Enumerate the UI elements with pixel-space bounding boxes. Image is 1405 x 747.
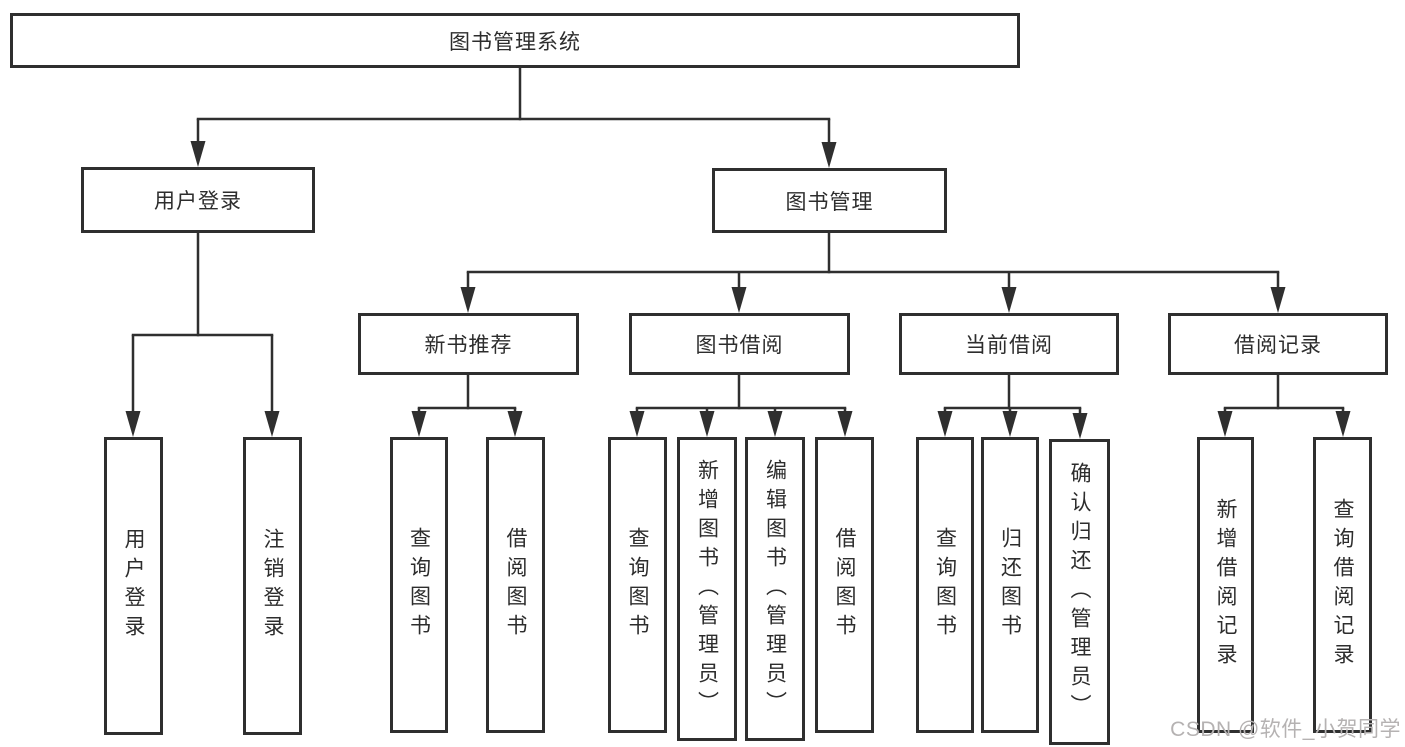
node-label: 新增图书（管理员） bbox=[695, 458, 719, 720]
node-label: 借阅图书 bbox=[833, 527, 856, 643]
leaf-return-book: 归还图书 bbox=[981, 437, 1039, 733]
node-label: 归还图书 bbox=[998, 527, 1022, 643]
leaf-add-book-admin: 新增图书（管理员） bbox=[677, 437, 737, 741]
leaf-confirm-return-admin: 确认归还（管理员） bbox=[1049, 439, 1110, 745]
leaf-add-borrow-record: 新增借阅记录 bbox=[1197, 437, 1254, 733]
node-label: 新书推荐 bbox=[424, 334, 513, 357]
node-label: 确认归还（管理员） bbox=[1068, 461, 1091, 723]
node-label: 图书管理系统 bbox=[449, 30, 581, 54]
node-label: 图书管理 bbox=[785, 190, 874, 214]
node-book-management: 图书管理 bbox=[712, 168, 947, 233]
leaf-query-books-borrow: 查询图书 bbox=[608, 437, 667, 733]
node-book-borrowing: 图书借阅 bbox=[629, 313, 850, 375]
csdn-watermark: CSDN @软件_小贺同学 bbox=[1170, 718, 1401, 741]
node-label: 借阅图书 bbox=[504, 527, 527, 643]
node-label: 查询图书 bbox=[626, 527, 649, 643]
node-label: 新增借阅记录 bbox=[1214, 498, 1237, 672]
node-borrowing-records: 借阅记录 bbox=[1168, 313, 1388, 375]
node-label: 图书借阅 bbox=[695, 334, 784, 357]
node-label: 查询借阅记录 bbox=[1331, 498, 1354, 672]
node-new-book-recommendation: 新书推荐 bbox=[358, 313, 579, 375]
leaf-logout: 注销登录 bbox=[243, 437, 302, 735]
node-label: 注销登录 bbox=[261, 528, 284, 644]
node-label: 编辑图书（管理员） bbox=[763, 458, 787, 720]
node-label: 用户登录 bbox=[154, 190, 242, 213]
node-label: 查询图书 bbox=[933, 527, 957, 643]
leaf-query-books-current: 查询图书 bbox=[916, 437, 974, 733]
leaf-borrow-books: 借阅图书 bbox=[815, 437, 874, 733]
leaf-query-borrow-record: 查询借阅记录 bbox=[1313, 437, 1372, 733]
node-label: 当前借阅 bbox=[965, 334, 1053, 357]
node-library-management-system: 图书管理系统 bbox=[10, 13, 1020, 68]
node-label: 用户登录 bbox=[122, 528, 145, 644]
leaf-query-books-recommend: 查询图书 bbox=[390, 437, 448, 733]
leaf-user-login: 用户登录 bbox=[104, 437, 163, 735]
node-label: 查询图书 bbox=[407, 527, 431, 643]
leaf-borrow-books-recommend: 借阅图书 bbox=[486, 437, 545, 733]
node-user-login: 用户登录 bbox=[81, 167, 315, 233]
node-label: 借阅记录 bbox=[1234, 334, 1322, 357]
leaf-edit-book-admin: 编辑图书（管理员） bbox=[745, 437, 805, 741]
node-current-borrowing: 当前借阅 bbox=[899, 313, 1119, 375]
